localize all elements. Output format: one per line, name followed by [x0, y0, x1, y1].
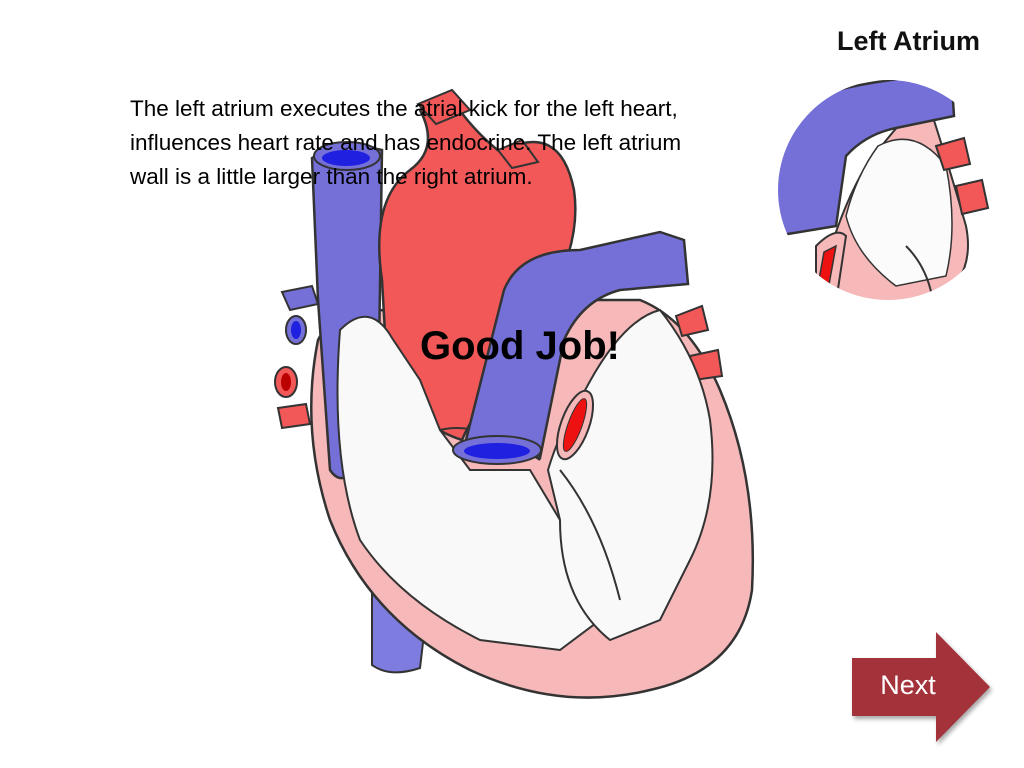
arrow-right-icon	[852, 632, 990, 742]
description-text: The left atrium executes the atrial kick…	[130, 96, 682, 189]
left-atrium-zoom-inset	[778, 80, 996, 300]
feedback-message: Good Job!	[420, 324, 620, 368]
next-button-label: Next	[880, 670, 936, 700]
aorta	[378, 94, 577, 442]
right-ventricle-chamber	[336, 315, 602, 652]
next-button[interactable]: Next	[852, 632, 992, 742]
pulmonary-trunk	[464, 230, 690, 460]
slide-title: Left Atrium	[837, 26, 980, 56]
